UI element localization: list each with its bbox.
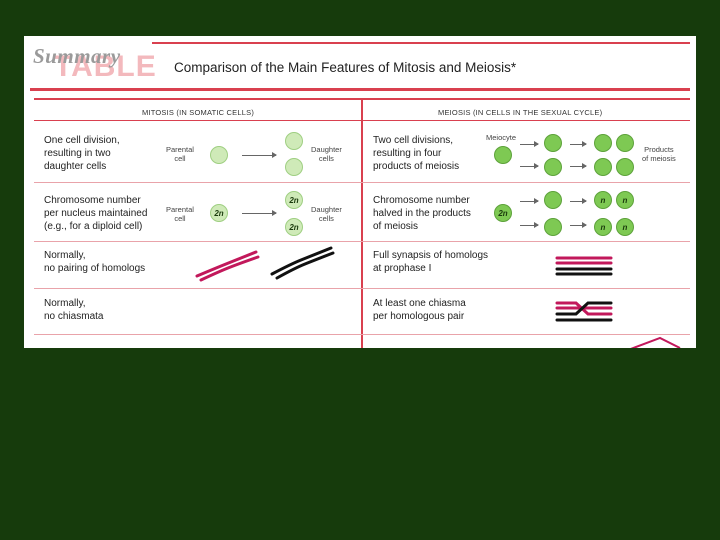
product-cell-n: n	[616, 191, 634, 209]
feature-line: at prophase I	[373, 263, 432, 274]
feature-line: Two cell divisions,	[373, 135, 454, 146]
label-line: Parental	[166, 205, 194, 214]
feature-line: daughter cells	[44, 161, 107, 172]
column-divider	[361, 100, 363, 348]
product-cell-n: n	[616, 218, 634, 236]
unpaired-homolog-black	[270, 246, 335, 280]
product-cell-n: n	[594, 218, 612, 236]
meiosis-i-cell	[544, 191, 562, 209]
arrow-right	[242, 210, 277, 216]
meiosis-i-cell	[544, 218, 562, 236]
mitosis-feature-chiasmata: Normally, no chiasmata	[44, 297, 103, 323]
arrow-right	[520, 198, 539, 204]
feature-line: resulting in two	[44, 148, 111, 159]
arrow-right	[570, 198, 587, 204]
product-cell-n: n	[594, 191, 612, 209]
synapsed-homologs	[555, 256, 613, 276]
summary-script-label: Summary	[33, 44, 121, 68]
label-line: Daughter	[311, 145, 342, 154]
label-line: Products	[644, 145, 674, 154]
feature-line: Normally,	[44, 298, 86, 309]
title-rule-thick	[30, 88, 690, 91]
meiosis-i-cell	[544, 134, 562, 152]
feature-line: halved in the products	[373, 208, 471, 219]
daughter-cell-2n: 2n	[285, 191, 303, 209]
label-line: Parental	[166, 145, 194, 154]
decorative-shape	[630, 336, 681, 348]
feature-line: One cell division,	[44, 135, 120, 146]
meiocyte-label: Meiocyte	[486, 133, 517, 142]
daughter-cell	[285, 158, 303, 176]
feature-line: Chromosome number	[373, 195, 470, 206]
daughter-cell	[285, 132, 303, 150]
header-rule	[34, 120, 690, 121]
arrow-right	[570, 222, 587, 228]
label-line: cell	[174, 213, 186, 223]
arrow-right	[242, 152, 277, 158]
arrow-right	[520, 222, 539, 228]
arrow-right	[520, 141, 539, 147]
summary-table-panel: TABLE Summary Comparison of the Main Fea…	[24, 36, 696, 348]
mitosis-feature-cell-division: One cell division, resulting in two daug…	[44, 134, 120, 173]
meiocyte-cell-2n: 2n	[494, 204, 512, 222]
feature-line: per nucleus maintained	[44, 208, 148, 219]
label-line: Daughter	[311, 205, 342, 214]
parental-cell	[210, 146, 228, 164]
label-line: cells	[318, 213, 334, 223]
label-line: cell	[174, 153, 186, 163]
mitosis-feature-chromosome-number: Chromosome number per nucleus maintained…	[44, 194, 147, 233]
feature-line: per homologous pair	[373, 311, 465, 322]
summary-table-label: TABLE	[54, 50, 157, 83]
product-cell	[594, 134, 612, 152]
daughter-cells-label: Daughter cells	[311, 145, 342, 163]
feature-line: resulting in four	[373, 148, 442, 159]
meiosis-i-cell	[544, 158, 562, 176]
feature-line: Full synapsis of homologs	[373, 250, 489, 261]
arrow-right	[570, 163, 587, 169]
row-divider	[34, 288, 690, 289]
meiocyte-cell	[494, 146, 512, 164]
arrow-right	[520, 163, 539, 169]
arrow-right	[570, 141, 587, 147]
feature-line: Normally,	[44, 250, 86, 261]
products-of-meiosis-label: Products of meiosis	[642, 145, 676, 163]
product-cell	[594, 158, 612, 176]
chiasma-homologs	[555, 301, 613, 322]
parental-cell-label: Parental cell	[166, 205, 194, 223]
mitosis-column-header: MITOSIS (IN SOMATIC CELLS)	[142, 108, 255, 117]
label-line: of meiosis	[642, 153, 676, 163]
meiosis-feature-synapsis: At least one chiasma Full synapsis of ho…	[373, 249, 488, 275]
feature-line: Chromosome number	[44, 195, 141, 206]
title-rule-thin	[34, 98, 690, 100]
top-rule	[152, 42, 690, 44]
label-line: cells	[318, 153, 334, 163]
row-divider	[34, 241, 690, 242]
daughter-cell-2n: 2n	[285, 218, 303, 236]
unpaired-homolog-magenta	[195, 250, 260, 282]
table-title: Comparison of the Main Features of Mitos…	[174, 60, 517, 75]
feature-line: (e.g., for a diploid cell)	[44, 221, 143, 232]
meiosis-feature-chiasma: At least one chiasma per homologous pair	[373, 297, 466, 323]
meiosis-feature-cell-division: Two cell divisions, resulting in four pr…	[373, 134, 459, 173]
feature-line: no pairing of homologs	[44, 263, 146, 274]
row-divider	[34, 182, 690, 183]
product-cell	[616, 158, 634, 176]
row-divider	[34, 334, 690, 335]
parental-cell-label: Parental cell	[166, 145, 194, 163]
feature-line: products of meiosis	[373, 161, 460, 172]
mitosis-feature-pairing: Normally, no pairing of homologs	[44, 249, 145, 275]
feature-line: At least one chiasma	[373, 298, 466, 309]
feature-line: of meiosis	[373, 221, 419, 232]
daughter-cells-label: Daughter cells	[311, 205, 342, 223]
feature-line: no chiasmata	[44, 311, 104, 322]
parental-cell-2n: 2n	[210, 204, 228, 222]
meiosis-feature-chromosome-number: Chromosome number halved in the products…	[373, 194, 471, 233]
product-cell	[616, 134, 634, 152]
meiosis-column-header: MEIOSIS (IN CELLS IN THE SEXUAL CYCLE)	[438, 108, 603, 117]
